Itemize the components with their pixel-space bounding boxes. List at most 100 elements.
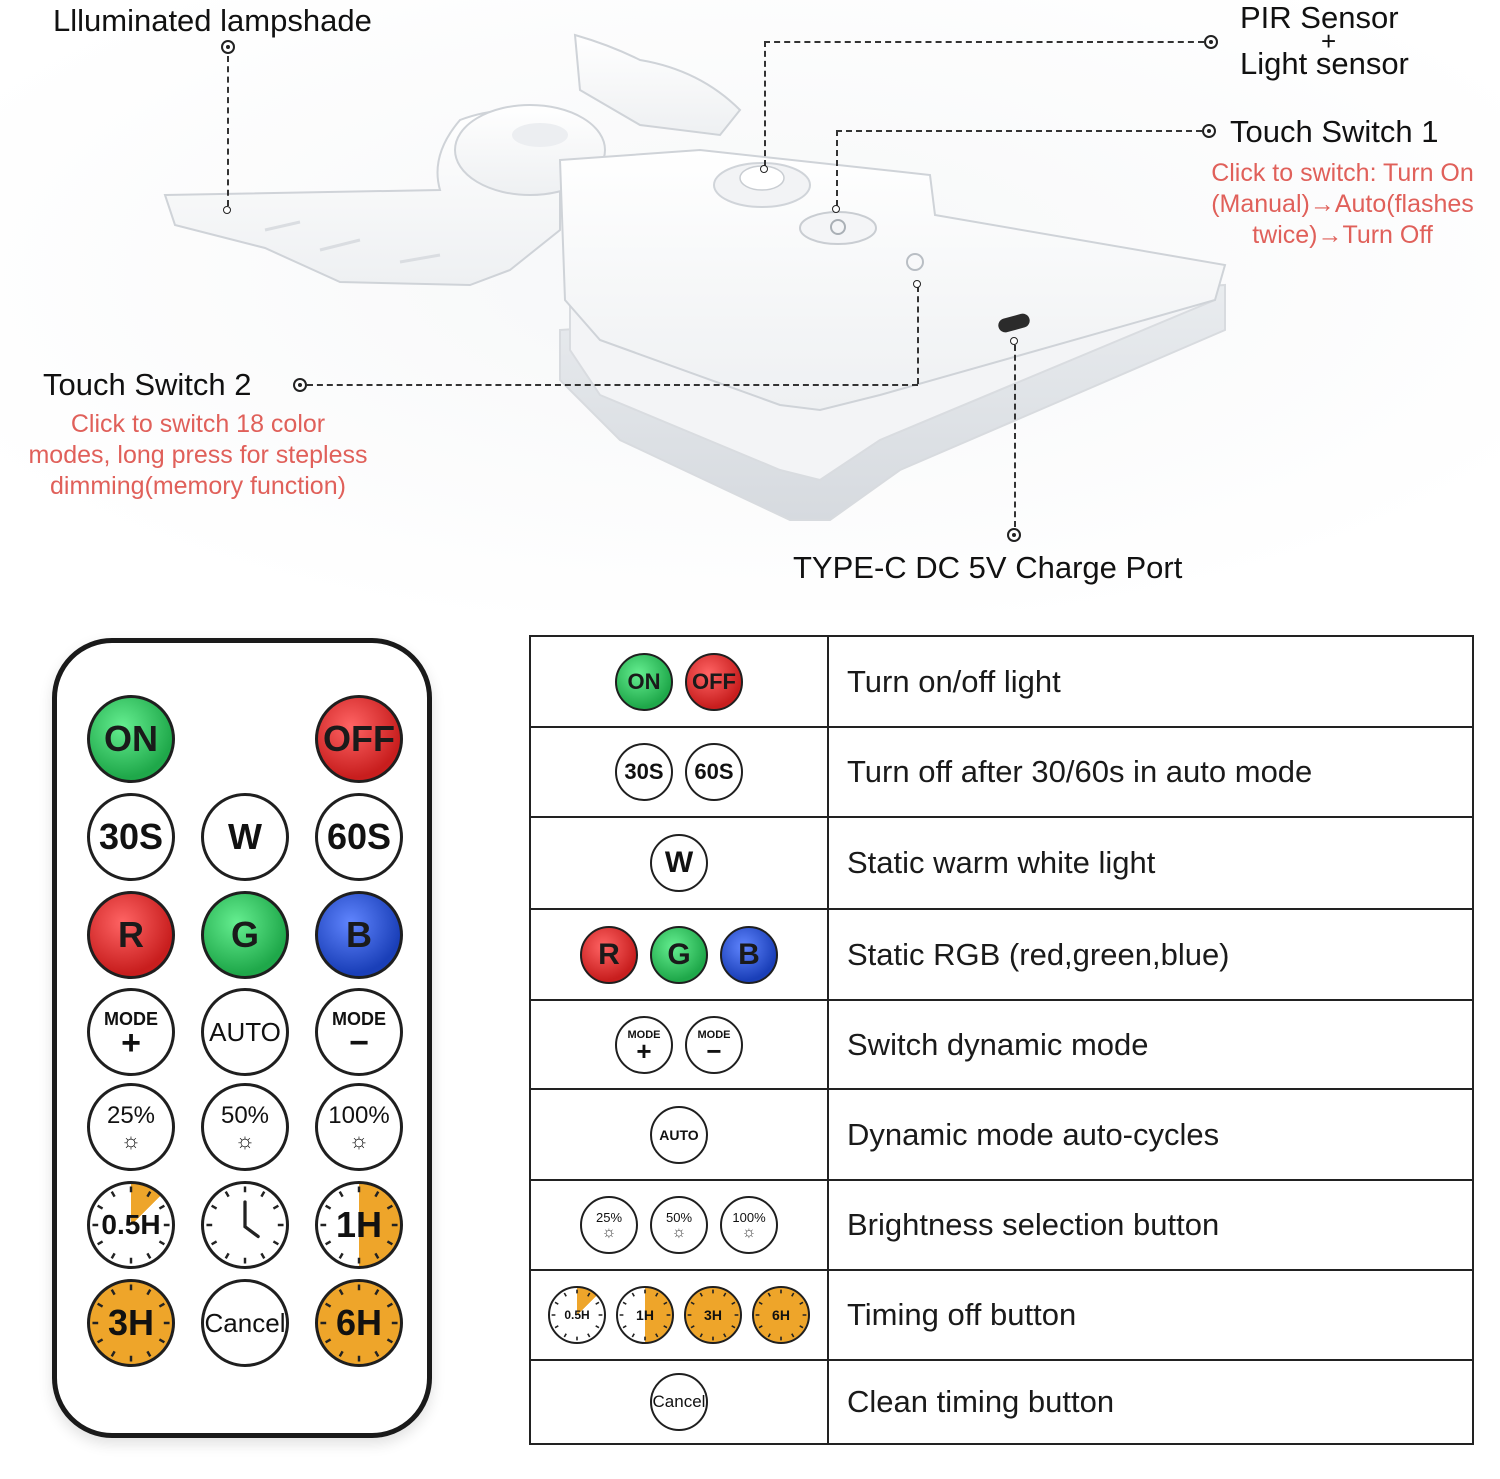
remote-button-r[interactable]: R [87, 891, 175, 979]
remote-button-1h[interactable]: 1H [315, 1181, 403, 1269]
remote-button-label: Cancel [204, 1307, 286, 1338]
legend-button-mode-minus: MODE− [685, 1015, 743, 1074]
legend-button-b: B [720, 925, 778, 984]
function-description: Static warm white light [847, 845, 1156, 880]
legend-button-1h: 1H [616, 1286, 674, 1344]
remote-button-50pct[interactable]: 50%☼ [201, 1083, 289, 1171]
table-row: W Static warm white light [531, 816, 1472, 908]
legend-button-w: W [650, 834, 708, 892]
legend-button-6h: 6H [752, 1286, 810, 1344]
function-description: Turn on/off light [847, 663, 1061, 699]
sun-icon: ☼ [234, 1128, 256, 1153]
function-description: Dynamic mode auto-cycles [847, 1116, 1220, 1152]
remote-button-6h[interactable]: 6H [315, 1279, 403, 1367]
remote-button-100pct[interactable]: 100%☼ [315, 1083, 403, 1171]
pir-leader-v [764, 41, 766, 166]
legend-button-label: 60S [694, 759, 734, 784]
clock-ticks-icon [206, 1186, 284, 1264]
remote-button-sign: + [121, 1023, 141, 1062]
lampshade-label: Llluminated lampshade [53, 3, 372, 38]
charge-port-marker [1007, 528, 1021, 542]
function-description: Brightness selection button [847, 1207, 1220, 1242]
legend-button-label: 50% [665, 1209, 693, 1225]
remote-button-g[interactable]: G [201, 891, 289, 979]
legend-button-0-5h: 0.5H [548, 1286, 606, 1344]
button-icons-cell: 30S 60S [531, 728, 827, 816]
legend-button-sign: + [636, 1035, 652, 1066]
column-divider [827, 637, 829, 726]
touch-switch-2-marker [293, 378, 307, 392]
remote-button-b[interactable]: B [315, 891, 403, 979]
remote-button-mode-minus[interactable]: MODE− [315, 988, 403, 1076]
legend-button-r: R [580, 925, 638, 984]
clock-ticks-icon [320, 1284, 398, 1362]
pir-plus-label: + [1321, 26, 1337, 56]
pir-marker [1204, 35, 1218, 49]
legend-button-label: W [664, 846, 694, 879]
touch-switch-1-leader-v [836, 130, 838, 206]
column-divider [827, 910, 829, 999]
legend-button-g: G [650, 925, 708, 984]
remote-button-cancel[interactable]: Cancel [201, 1279, 289, 1367]
button-icons-cell: ON OFF [531, 637, 827, 726]
remote-button-clock-icon[interactable] [201, 1181, 289, 1269]
legend-button-label: 0.5H [564, 1308, 590, 1322]
legend-button-label: MODE [697, 1028, 731, 1041]
remote-button-mode-plus[interactable]: MODE+ [87, 988, 175, 1076]
clock-ticks-icon [755, 1289, 807, 1341]
touch-switch-2-label: Touch Switch 2 [43, 367, 252, 402]
legend-button-label: MODE [627, 1028, 661, 1041]
legend-button-30s: 30S [615, 743, 673, 801]
clock-ticks-icon [551, 1289, 603, 1341]
legend-button-label: B [738, 937, 760, 971]
remote-button-label: 6H [335, 1302, 383, 1343]
button-icons-cell: AUTO [531, 1090, 827, 1179]
legend-button-label: ON [627, 668, 661, 694]
sun-icon: ☼ [741, 1223, 757, 1241]
legend-button-50pct: 50%☼ [650, 1196, 708, 1254]
touch-switch-1-note-line: Click to switch: Turn On [1211, 159, 1474, 187]
column-divider [827, 1361, 829, 1443]
legend-button-100pct: 100%☼ [720, 1196, 778, 1254]
button-icons-cell: W [531, 818, 827, 908]
remote-button-off[interactable]: OFF [315, 695, 403, 783]
remote-button-auto[interactable]: AUTO [201, 988, 289, 1076]
remote-button-60s[interactable]: 60S [315, 793, 403, 881]
remote-button-on[interactable]: ON [87, 695, 175, 783]
table-row: 25%☼50%☼100%☼Brightness selection button [531, 1179, 1472, 1269]
remote-button-30s[interactable]: 30S [87, 793, 175, 881]
legend-button-label: R [598, 937, 620, 971]
column-divider [827, 728, 829, 816]
legend-button-label: 3H [704, 1307, 722, 1323]
legend-button-off: OFF [685, 652, 743, 711]
legend-button-label: 30S [624, 759, 664, 784]
remote-button-label: MODE [104, 1008, 158, 1029]
touch-switch-1-marker [1202, 124, 1216, 138]
function-description: Timing off button [847, 1297, 1077, 1332]
touch-switch-2-leader-h [307, 384, 918, 386]
sun-icon: ☼ [348, 1128, 370, 1153]
legend-button-on: ON [615, 652, 673, 711]
clock-ticks-icon [619, 1289, 671, 1341]
remote-button-3h[interactable]: 3H [87, 1279, 175, 1367]
remote-button-label: G [230, 914, 259, 955]
remote-button-label: ON [104, 718, 158, 759]
touch-switch-2-anchor [913, 280, 921, 288]
remote-button-0-5h[interactable]: 0.5H [87, 1181, 175, 1269]
remote-button-25pct[interactable]: 25%☼ [87, 1083, 175, 1171]
remote-button-label: OFF [323, 718, 395, 759]
lampshade-anchor [223, 206, 231, 214]
legend-button-label: 1H [636, 1307, 654, 1323]
table-row: MODE+MODE−Switch dynamic mode [531, 999, 1472, 1088]
remote-button-w[interactable]: W [201, 793, 289, 881]
lampshade-leader [227, 56, 229, 206]
remote-button-label: 25% [106, 1102, 156, 1129]
sun-icon: ☼ [601, 1223, 617, 1241]
pir-leader-h [764, 41, 1204, 43]
remote-button-label: B [346, 914, 372, 955]
